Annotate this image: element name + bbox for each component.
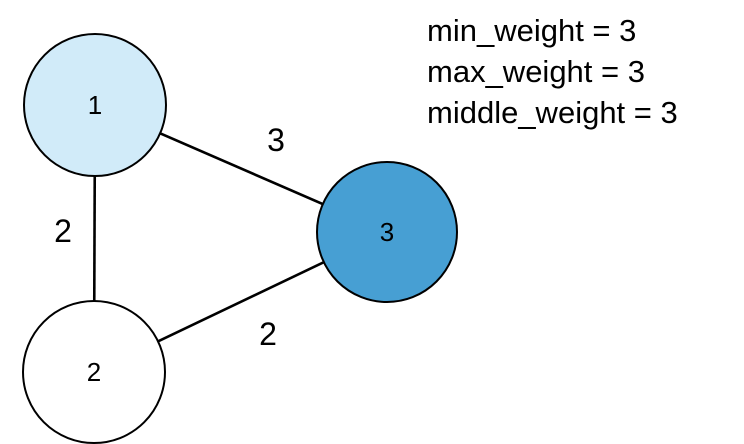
graph-node-1 (23, 33, 167, 177)
graph-node-3 (316, 161, 458, 303)
edge-weight-label-1-2: 2 (54, 213, 72, 249)
node-label-3: 3 (380, 217, 394, 247)
weight-info-panel: min_weight = 3 max_weight = 3 middle_wei… (427, 10, 678, 133)
node-label-2: 2 (87, 357, 101, 387)
graph-node-2 (22, 300, 166, 444)
middle-weight-text: middle_weight = 3 (427, 95, 678, 130)
min-weight-text: min_weight = 3 (427, 13, 637, 48)
edge-weight-label-2-3: 2 (259, 316, 277, 352)
edge-weight-label-1-3: 3 (267, 122, 285, 158)
max-weight-text: max_weight = 3 (427, 54, 645, 89)
node-label-1: 1 (88, 90, 102, 120)
